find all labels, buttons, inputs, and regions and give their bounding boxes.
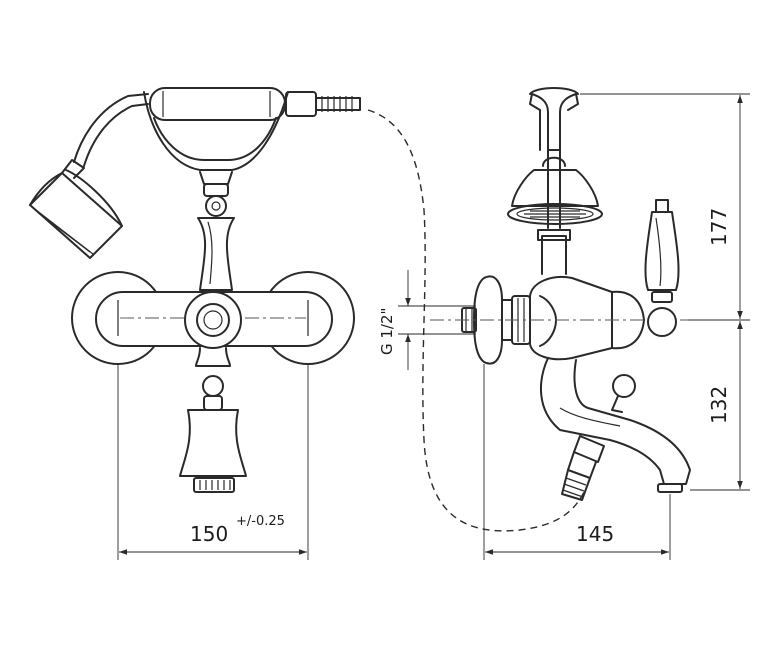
dimension-depth-145: 145 xyxy=(483,364,671,560)
side-spout xyxy=(539,357,691,493)
side-shower-head xyxy=(507,169,603,225)
hand-shower-head xyxy=(29,159,123,259)
dimension-145-label: 145 xyxy=(576,522,614,546)
side-wall-flange xyxy=(461,275,531,365)
central-stem xyxy=(197,171,235,291)
front-spout xyxy=(179,347,247,493)
shower-cradle xyxy=(143,87,361,171)
side-hose-connector xyxy=(561,435,605,501)
shower-handle-arc xyxy=(73,93,149,163)
dimension-thread: G 1/2" xyxy=(378,270,476,370)
side-lever-handle xyxy=(644,199,680,337)
dimension-132-label: 132 xyxy=(707,386,731,424)
dimension-150-label: 150 xyxy=(190,522,228,546)
side-mixer-body xyxy=(430,276,740,361)
dimension-177-label: 177 xyxy=(707,208,731,246)
thread-label: G 1/2" xyxy=(378,308,396,355)
side-riser xyxy=(529,87,579,275)
shower-hose-dashed xyxy=(367,109,587,532)
mixer-body xyxy=(71,271,355,365)
dimension-heights: 177 132 xyxy=(580,93,750,491)
dimension-width-150: 150 +/-0.25 xyxy=(117,364,309,560)
side-view: G 1/2" 145 177 132 xyxy=(378,87,750,560)
dimension-tolerance-label: +/-0.25 xyxy=(236,514,285,529)
front-view: 150 +/-0.25 xyxy=(29,87,587,560)
